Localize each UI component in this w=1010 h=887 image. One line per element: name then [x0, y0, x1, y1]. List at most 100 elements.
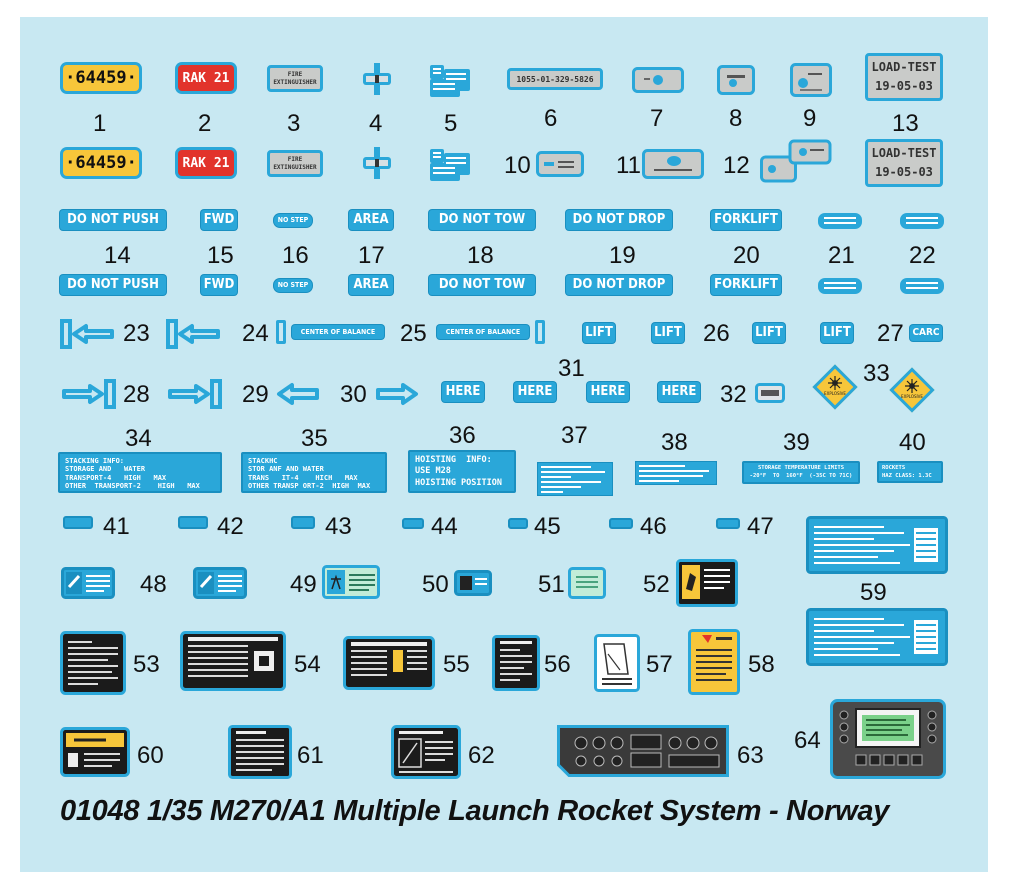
number-label: 14 [104, 242, 131, 269]
connector-symbol [363, 147, 391, 179]
extinguisher-text: EXTINGUISHER [273, 78, 317, 86]
stacking-info-block-34: STACKING INFO: STORAGE AND WATER TRANSPO… [58, 452, 222, 493]
number-label: 31 [558, 355, 585, 382]
number-label: 12 [723, 152, 750, 179]
pull-pin-stencil-22 [900, 278, 944, 294]
number-label: 8 [729, 105, 743, 132]
large-instruction-panel-59 [806, 608, 948, 666]
number-label: 5 [444, 110, 458, 137]
instruction-plate-55 [343, 636, 435, 690]
number-label: 39 [783, 429, 810, 456]
instrument-panel-63 [557, 725, 729, 777]
explosive-text: EXPLOSIVE [901, 394, 923, 399]
area-stencil: AREA [349, 210, 393, 230]
number-label: 7 [650, 105, 664, 132]
number-label: 29 [242, 381, 269, 408]
number-label: 22 [909, 242, 936, 269]
small-data-stencil [430, 65, 470, 97]
load-test-date: 19-05-03 [875, 79, 933, 93]
fire-text: FIRE [287, 71, 303, 79]
number-label: 21 [828, 242, 855, 269]
number-label: 26 [703, 320, 730, 347]
lift-stencil: LIFT [821, 323, 853, 343]
instruction-plate-56 [492, 635, 540, 691]
number-label: 17 [358, 242, 385, 269]
caution-plate-58 [688, 629, 740, 695]
number-label: 56 [544, 651, 571, 678]
load-test-text: LOAD-TEST [871, 59, 937, 74]
do-not-tow-stencil: DO NOT TOW [429, 275, 535, 295]
label-51 [568, 567, 606, 599]
plate-11 [642, 149, 704, 179]
number-label: 50 [422, 571, 449, 598]
do-not-tow-stencil: DO NOT TOW [429, 210, 535, 230]
number-label: 51 [538, 571, 565, 598]
number-label: 40 [899, 429, 926, 456]
number-label: 62 [468, 742, 495, 769]
tiny-label-46 [609, 518, 633, 529]
explosive-text: EXPLOSIVE [824, 391, 846, 396]
do-not-push-stencil: DO NOT PUSH [60, 210, 166, 230]
hoisting-info-block-36: HOISTING INFO: USE M28 HOISTING POSITION [408, 450, 516, 493]
warning-label-49 [322, 565, 380, 599]
number-label: 44 [431, 513, 458, 540]
large-instruction-panel-59 [806, 516, 948, 574]
number-label: 55 [443, 651, 470, 678]
number-label: 15 [207, 242, 234, 269]
number-label: 32 [720, 381, 747, 408]
number-label: 60 [137, 742, 164, 769]
indicator-plate-8 [717, 65, 755, 95]
instruction-plate-54 [180, 631, 286, 691]
number-label: 46 [640, 513, 667, 540]
product-title: 01048 1/35 M270/A1 Multiple Launch Rocke… [60, 795, 890, 827]
number-label: 64 [794, 727, 821, 754]
bracket-arrow-right [168, 379, 222, 409]
number-label: 10 [504, 152, 531, 179]
number-label: 34 [125, 425, 152, 452]
number-label: 6 [544, 105, 558, 132]
data-plate-62 [391, 725, 461, 779]
do-not-push-stencil: DO NOT PUSH [60, 275, 166, 295]
indicator-plate-7 [632, 67, 684, 93]
number-label: 20 [733, 242, 760, 269]
plate-number: 64459 [75, 68, 127, 88]
tiny-label-43 [291, 516, 315, 529]
fwd-stencil: FWD [201, 275, 237, 295]
tiny-label-45 [508, 518, 528, 529]
fire-text: FIRE [287, 156, 303, 164]
storage-temperature-block-39: STORAGE TEMPERATURE LIMITS -20°F TO 160°… [742, 461, 860, 484]
label-50 [454, 570, 492, 596]
do-not-drop-stencil: DO NOT DROP [566, 275, 672, 295]
part-number-plate: 1055-01-329-5826 [507, 68, 603, 90]
number-label: 28 [123, 381, 150, 408]
carc-stencil: CARC [910, 325, 942, 341]
number-label: 36 [449, 422, 476, 449]
no-step-stencil: NO STEP [274, 214, 312, 227]
arrow-right-icon [376, 383, 418, 405]
number-label: 11 [616, 152, 641, 179]
center-of-balance-left: CENTER OF BALANCE [276, 320, 384, 344]
forklift-stencil: FORKLIFT [711, 210, 781, 230]
load-test-plate: LOAD-TEST 19-05-03 [865, 53, 943, 101]
bracket-arrow-left [166, 319, 220, 349]
number-label: 59 [860, 579, 887, 606]
registration-plate-yellow: ·64459· [63, 65, 139, 91]
number-label: 63 [737, 742, 764, 769]
pull-pin-stencil-22 [900, 213, 944, 229]
tiny-label-47 [716, 518, 740, 529]
number-label: 13 [892, 110, 919, 137]
lift-stencil: LIFT [583, 323, 615, 343]
explosive-diamond: EXPLOSIVE [889, 367, 935, 413]
number-label: 42 [217, 513, 244, 540]
number-label: 61 [297, 742, 324, 769]
center-of-balance-right: CENTER OF BALANCE [437, 320, 547, 344]
instruction-plate-53 [60, 631, 126, 695]
number-label: 49 [290, 571, 317, 598]
small-plate-32 [755, 383, 785, 403]
area-stencil: AREA [349, 275, 393, 295]
number-label: 53 [133, 651, 160, 678]
arrow-left-icon [277, 383, 319, 405]
